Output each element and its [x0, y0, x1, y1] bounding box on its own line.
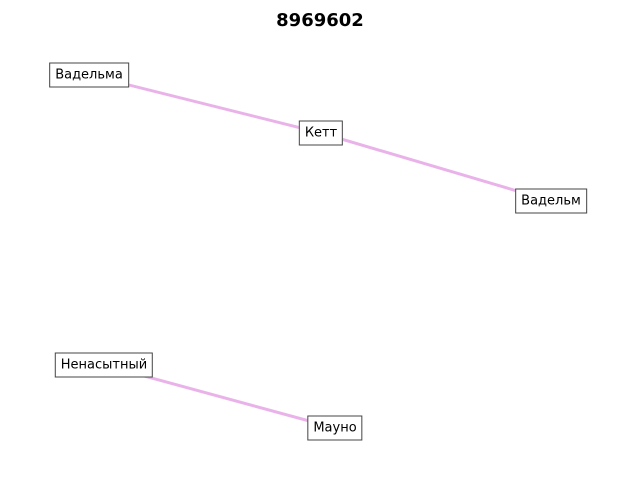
node-label: Ненасытный [60, 357, 148, 373]
node-label: Мауно [313, 420, 357, 436]
node-label: Кетт [304, 125, 338, 141]
node-vadelm: Вадельм [515, 188, 587, 214]
edge-n2-n3 [319, 131, 553, 203]
node-nenasytny: Ненасытный [54, 352, 154, 378]
node-kett: Кетт [298, 120, 344, 146]
diagram-title: 8969602 [276, 10, 364, 31]
node-label: Вадельм [521, 193, 581, 209]
node-vadelma: Вадельма [49, 62, 129, 88]
node-mauno: Мауно [307, 415, 363, 441]
node-label: Вадельма [55, 67, 123, 83]
